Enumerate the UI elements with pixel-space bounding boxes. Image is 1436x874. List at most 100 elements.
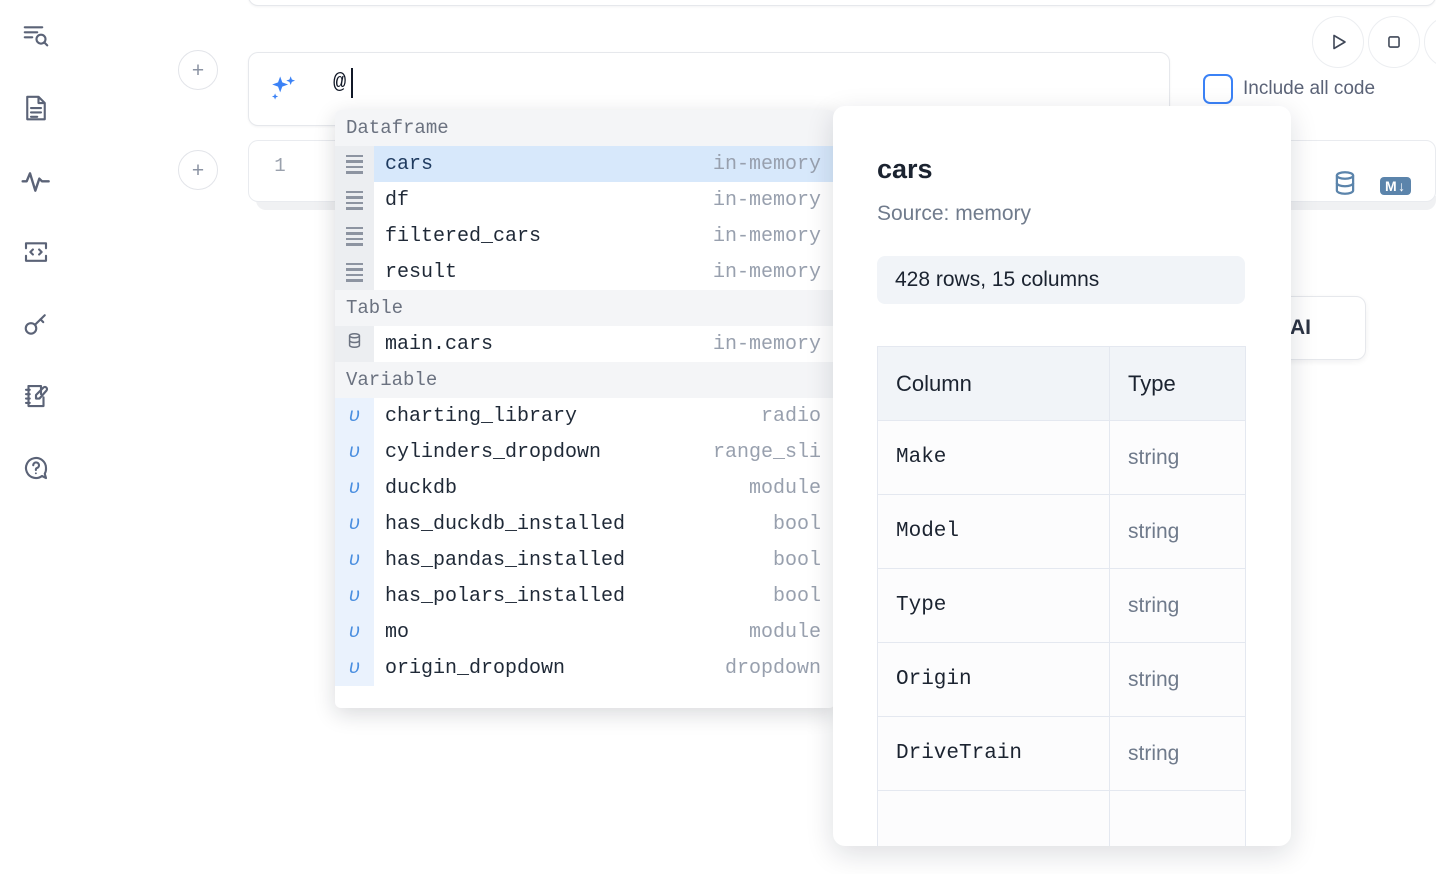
more-actions-button[interactable] <box>1424 16 1436 68</box>
item-kind-icon <box>335 254 374 290</box>
item-name: duckdb <box>385 476 458 500</box>
schema-column-type: string <box>1109 494 1246 569</box>
item-kind-icon <box>335 218 374 254</box>
detail-source: Source: memory <box>877 202 1032 225</box>
upsilon-icon: υ <box>348 405 361 427</box>
item-kind-icon: υ <box>335 650 374 686</box>
schema-column-type: string <box>1109 716 1246 791</box>
previous-cell-card <box>248 0 1436 6</box>
item-type: dropdown <box>724 656 821 680</box>
item-type: in-memory <box>712 260 821 284</box>
item-name: has_duckdb_installed <box>385 512 626 536</box>
rows-list-icon <box>346 262 363 282</box>
rows-list-icon <box>346 154 363 174</box>
dataframe-detail-panel: cars Source: memory 428 rows, 15 columns… <box>833 106 1291 846</box>
schema-column-type: string <box>1109 568 1246 643</box>
markdown-badge-letter: M <box>1385 177 1398 194</box>
upsilon-icon: υ <box>348 513 361 535</box>
autocomplete-item[interactable]: cars in-memory <box>335 146 835 182</box>
activity-pulse-icon[interactable] <box>14 158 58 202</box>
schema-column-name: DriveTrain <box>877 716 1110 791</box>
notebook-pen-icon[interactable] <box>14 374 58 418</box>
schema-column-name: Origin <box>877 642 1110 717</box>
detail-title: cars <box>877 154 933 184</box>
item-kind-icon: υ <box>335 434 374 470</box>
include-all-code-toggle[interactable]: Include all code <box>1203 74 1375 104</box>
item-type: bool <box>772 584 821 608</box>
rows-list-icon <box>346 190 363 210</box>
key-icon[interactable] <box>14 302 58 346</box>
database-icon[interactable] <box>1330 168 1360 203</box>
item-name: has_polars_installed <box>385 584 626 608</box>
item-name: cars <box>385 152 434 176</box>
item-kind-icon <box>335 146 374 182</box>
item-name: has_pandas_installed <box>385 548 626 572</box>
autocomplete-item[interactable]: result in-memory <box>335 254 835 290</box>
item-kind-icon: υ <box>335 578 374 614</box>
autocomplete-item[interactable]: υ has_polars_installed bool <box>335 578 835 614</box>
autocomplete-group-header: Variable <box>335 362 835 398</box>
upsilon-icon: υ <box>348 477 361 499</box>
item-kind-icon <box>335 182 374 218</box>
add-cell-above-button[interactable]: + <box>178 50 218 90</box>
file-text-icon[interactable] <box>14 86 58 130</box>
upsilon-icon: υ <box>348 657 361 679</box>
autocomplete-item[interactable]: υ has_duckdb_installed bool <box>335 506 835 542</box>
stop-cell-button[interactable] <box>1368 16 1420 68</box>
add-cell-below-button[interactable]: + <box>178 150 218 190</box>
item-name: df <box>385 188 410 212</box>
add-cell-above-label: + <box>191 58 205 82</box>
code-brackets-icon[interactable] <box>14 230 58 274</box>
upsilon-icon: υ <box>348 585 361 607</box>
item-name: cylinders_dropdown <box>385 440 602 464</box>
schema-column-name: Type <box>877 568 1110 643</box>
item-name: charting_library <box>385 404 578 428</box>
item-type: in-memory <box>712 152 821 176</box>
include-all-code-checkbox[interactable] <box>1203 74 1233 104</box>
autocomplete-group-header: Dataframe <box>335 110 835 146</box>
item-name: mo <box>385 620 410 644</box>
item-name: filtered_cars <box>385 224 542 248</box>
markdown-icon[interactable]: M ↓ <box>1380 176 1411 195</box>
detail-shape: 428 rows, 15 columns <box>877 256 1245 304</box>
schema-column-type: string <box>1109 420 1246 495</box>
schema-column-type: string <box>1109 642 1246 717</box>
autocomplete-item[interactable]: υ origin_dropdown dropdown <box>335 650 835 686</box>
run-cell-button[interactable] <box>1312 16 1364 68</box>
upsilon-icon: υ <box>348 441 361 463</box>
item-name: origin_dropdown <box>385 656 566 680</box>
markdown-badge-arrow: ↓ <box>1398 177 1406 194</box>
item-kind-icon: υ <box>335 470 374 506</box>
database-icon <box>345 331 364 357</box>
prompt-value: @ <box>333 70 347 95</box>
item-type: radio <box>760 404 821 428</box>
upsilon-icon: υ <box>348 621 361 643</box>
item-type: bool <box>772 512 821 536</box>
schema-header-column: Column <box>877 346 1110 421</box>
autocomplete-item[interactable]: υ charting_library radio <box>335 398 835 434</box>
chat-question-icon[interactable] <box>14 446 58 490</box>
cell-action-icons: M ↓ <box>1330 168 1411 203</box>
left-icon-rail <box>0 0 72 874</box>
schema-column-name: Make <box>877 420 1110 495</box>
item-kind-icon: υ <box>335 614 374 650</box>
search-outline-icon[interactable] <box>14 14 58 58</box>
item-name: result <box>385 260 458 284</box>
autocomplete-group-header: Table <box>335 290 835 326</box>
sparkle-icon <box>266 72 300 106</box>
